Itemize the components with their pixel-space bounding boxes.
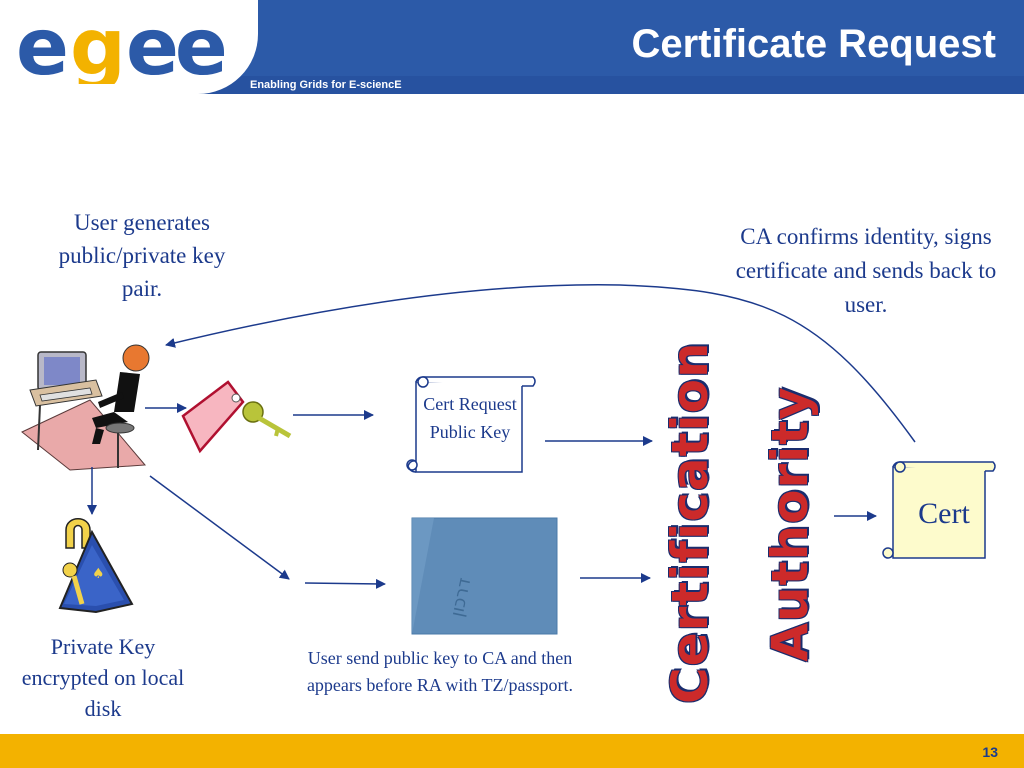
private-key-lock-icon: ♠	[58, 518, 134, 614]
ca-word-authority: Authority	[761, 386, 819, 662]
computer-user-icon	[21, 344, 150, 471]
tagline: Enabling Grids for E-sciencE	[250, 79, 402, 91]
private-key-text: Private Key encrypted on local disk	[21, 634, 185, 721]
logo-lettering: e	[16, 14, 66, 84]
header-stripe	[0, 76, 1024, 94]
arrows	[87, 284, 916, 589]
passport-icon: דרכון	[411, 517, 558, 635]
cert-scroll	[882, 461, 996, 559]
cert-request-scroll	[406, 376, 536, 473]
return-arrow	[165, 284, 916, 443]
logo-lettering-g: g	[70, 14, 122, 84]
ca-step-text: CA confirms identity, signs certificate …	[735, 224, 997, 317]
ca-word-certification: Certification	[661, 341, 719, 704]
cert-request-text: Cert Request Public Key	[423, 394, 517, 442]
page-number: 13	[982, 744, 998, 760]
logo-lettering-ee: ee	[126, 14, 225, 84]
send-step-text: User send public key to CA and then appe…	[306, 648, 574, 695]
cert-text: Cert	[918, 497, 970, 530]
logo-area: e g ee	[0, 0, 258, 94]
arrow-user-to-ra	[149, 475, 290, 580]
egee-logo: e g ee	[16, 14, 229, 84]
footer-bar	[0, 734, 1024, 768]
arrow-to-passport	[304, 578, 386, 589]
user-step-text: User generates public/private key pair.	[58, 210, 226, 301]
lock-glyph: ♠	[92, 566, 105, 582]
page-title: Certificate Request	[631, 22, 996, 66]
key-pair-icon	[181, 380, 292, 454]
